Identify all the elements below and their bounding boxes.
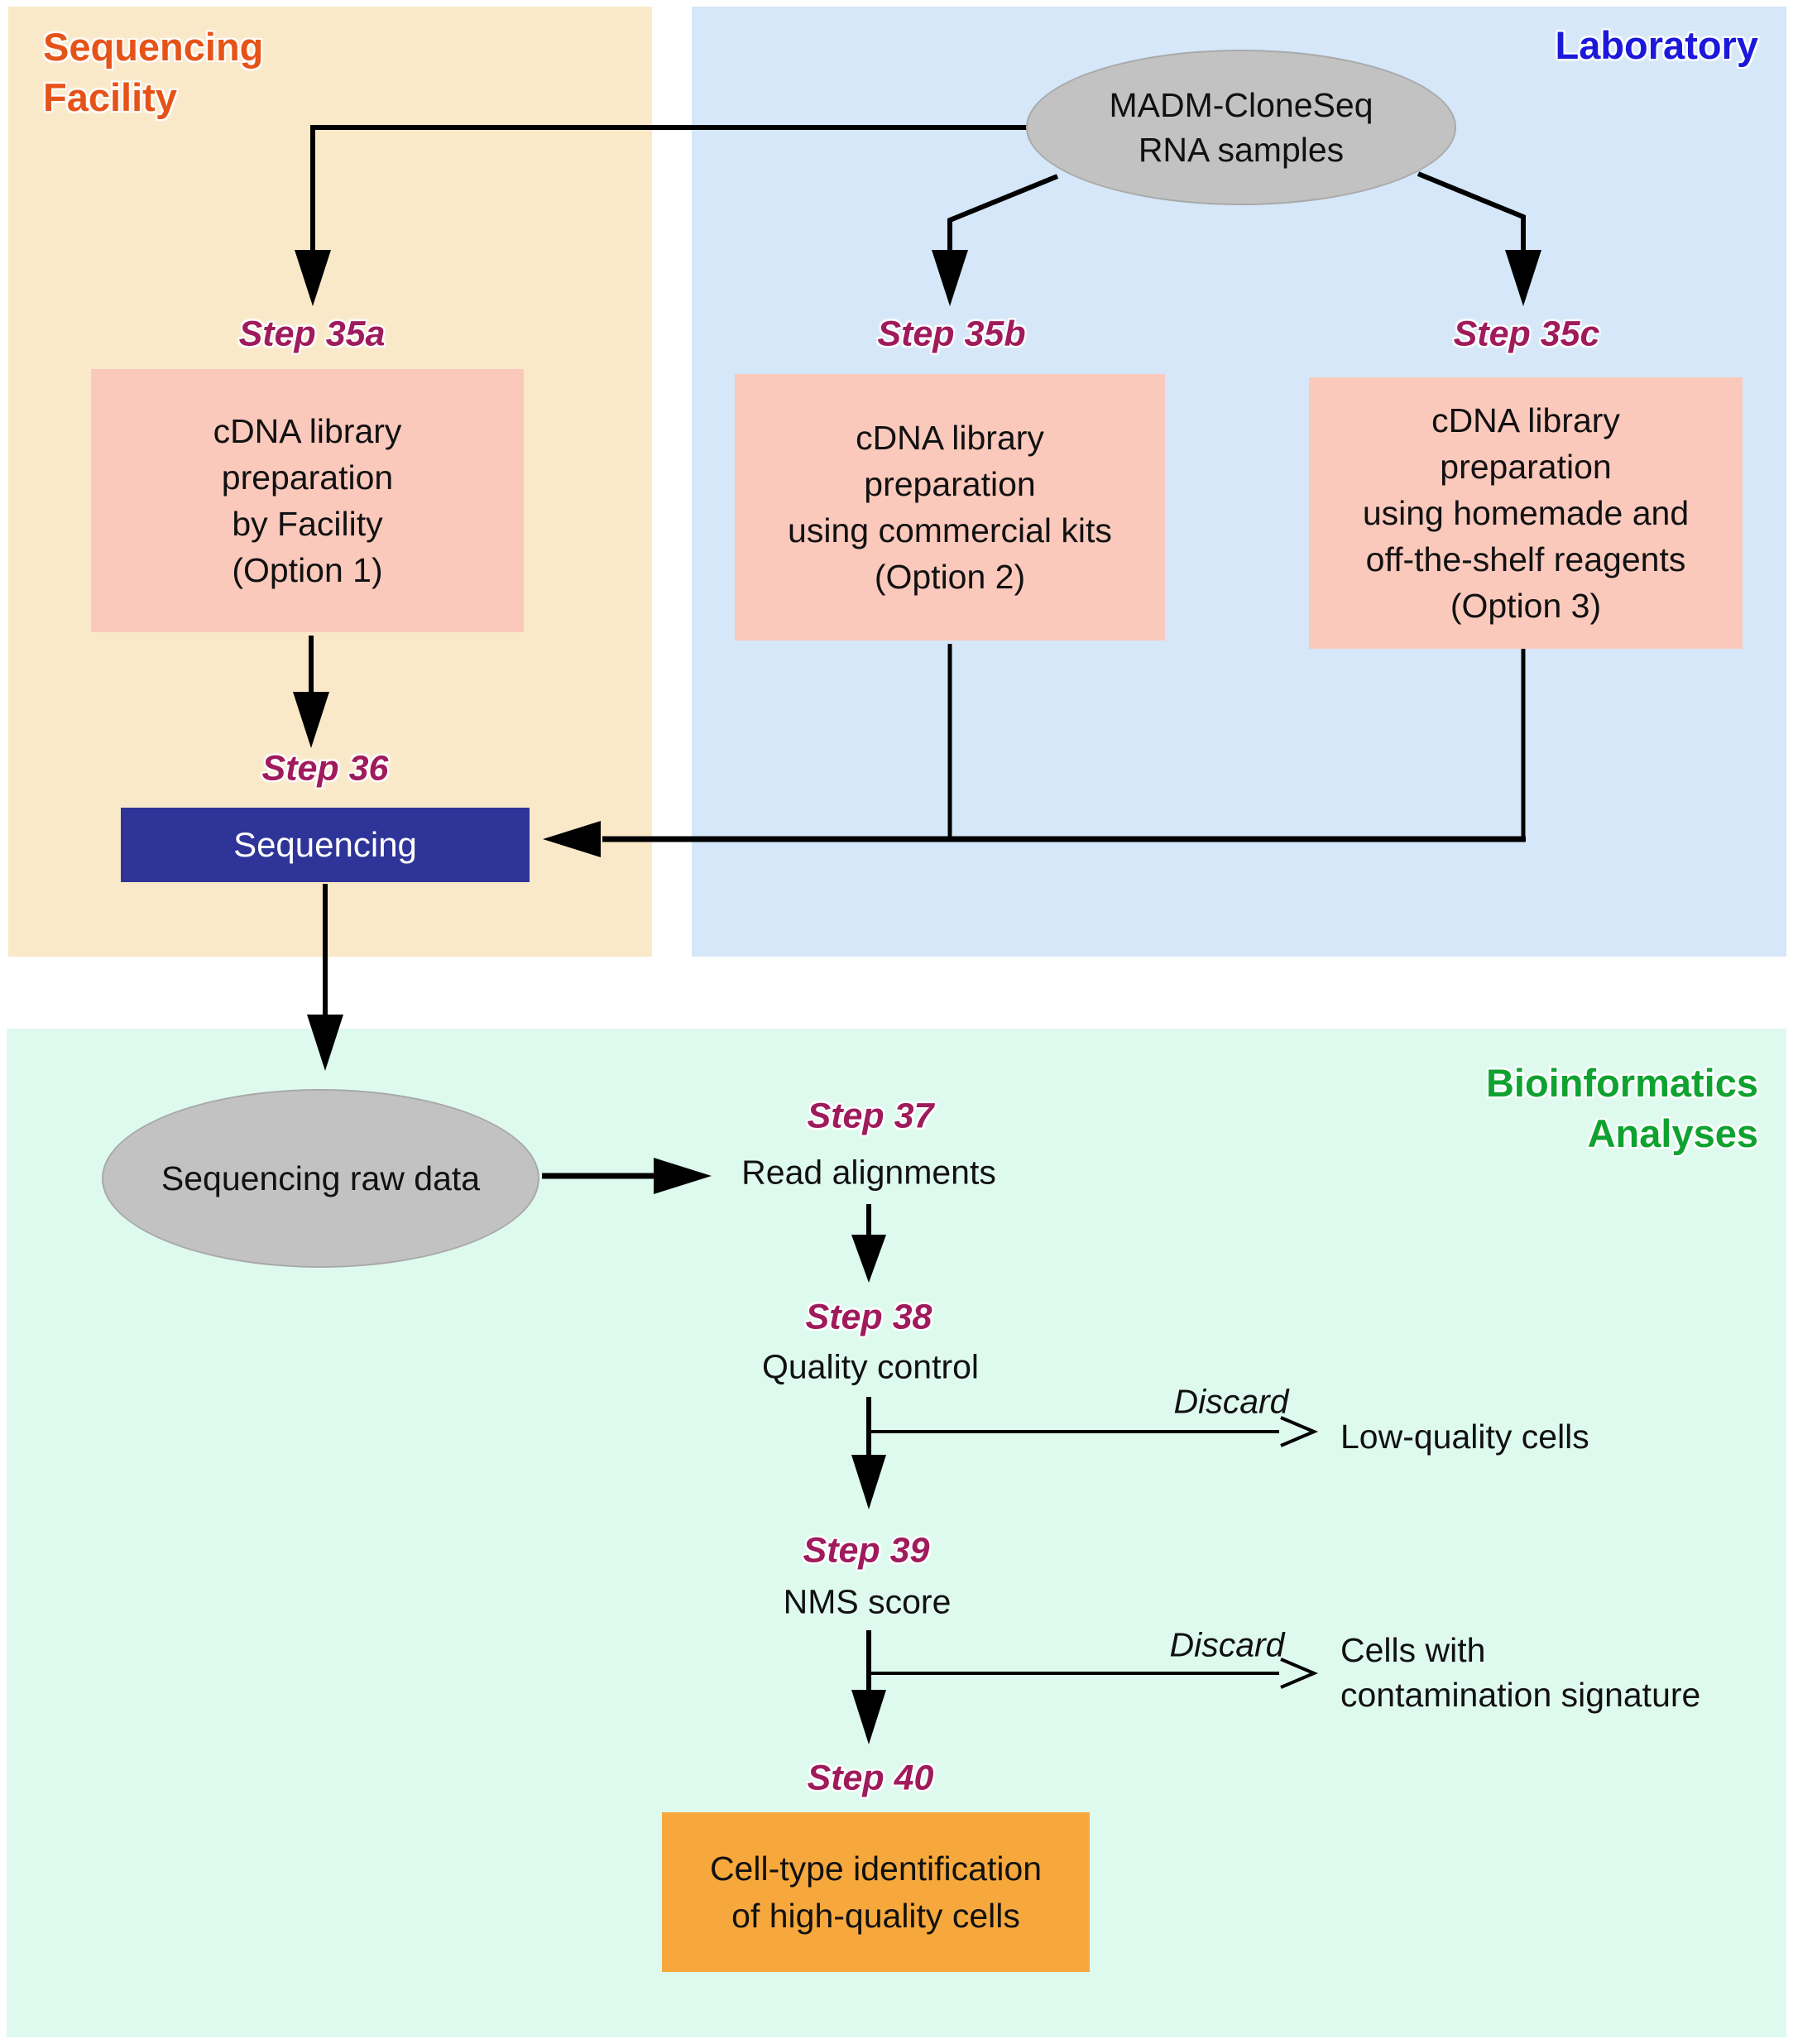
laboratory-panel-title: Laboratory [1555,23,1759,67]
option1-line: (Option 1) [232,551,383,590]
option3-line: cDNA library [1431,401,1620,439]
facility-title-line: Sequencing [43,25,264,69]
option3-line: using homemade and [1362,493,1690,532]
option2-line: preparation [864,464,1036,503]
bioinformatics-panel-title: Bioinformatics Analyses [1486,1058,1758,1159]
step-35b-label: Step 35b [877,314,1026,354]
contamination-cells-label: Cells with contamination signature [1340,1628,1700,1717]
bio-title-line: Bioinformatics [1485,1061,1758,1105]
option1-line: by Facility [232,505,383,543]
option1-line: cDNA library [213,411,402,450]
option3-line: off-the-shelf reagents [1365,540,1686,579]
step-39-label: Step 39 [803,1530,930,1571]
option2-box: cDNA library preparation using commercia… [735,374,1165,641]
sequencing-box: Sequencing [121,808,530,882]
low-quality-cells-label: Low-quality cells [1340,1417,1589,1456]
rna-samples-line: MADM-CloneSeq [1109,85,1374,124]
discard1-label: Discard [1173,1382,1289,1421]
option1-line: preparation [221,458,394,497]
bio-title-line: Analyses [1587,1111,1758,1156]
option3-line: preparation [1440,447,1612,486]
discard2-label: Discard [1169,1625,1285,1664]
step-38-label: Step 38 [805,1297,932,1337]
cell-type-identification-box: Cell-type identification of high-quality… [662,1812,1090,1972]
option2-line: using commercial kits [788,511,1112,549]
rna-samples-label: MADM-CloneSeq RNA samples [1110,83,1374,172]
option3-line: (Option 3) [1450,587,1602,626]
facility-title-line: Facility [43,75,177,120]
option2-line: cDNA library [856,418,1044,457]
option2-label: cDNA library preparation using commercia… [788,415,1112,601]
cell-type-label: Cell-type identification of high-quality… [710,1845,1042,1938]
contamination-line: Cells with [1340,1630,1486,1669]
cell-type-line: of high-quality cells [731,1896,1020,1935]
option1-label: cDNA library preparation by Facility (Op… [213,408,402,594]
read-alignments-label: Read alignments [741,1153,996,1192]
nms-score-label: NMS score [783,1582,952,1621]
option3-label: cDNA library preparation using homemade … [1363,397,1689,630]
option1-box: cDNA library preparation by Facility (Op… [91,369,524,632]
step-37-label: Step 37 [807,1096,934,1136]
option2-line: (Option 2) [874,558,1026,597]
rna-samples-ellipse: MADM-CloneSeq RNA samples [1026,50,1456,205]
step-35c-label: Step 35c [1453,314,1600,354]
option3-box: cDNA library preparation using homemade … [1309,377,1743,649]
facility-panel-title: Sequencing Facility [43,22,263,122]
step-36-label: Step 36 [261,748,389,789]
cell-type-line: Cell-type identification [709,1850,1043,1888]
raw-data-label: Sequencing raw data [161,1159,481,1197]
contamination-line: contamination signature [1340,1676,1701,1714]
step-35a-label: Step 35a [238,314,386,354]
rna-samples-line: RNA samples [1138,131,1345,169]
step-40-label: Step 40 [807,1758,934,1798]
quality-control-label: Quality control [761,1347,980,1386]
raw-data-ellipse: Sequencing raw data [102,1089,539,1268]
